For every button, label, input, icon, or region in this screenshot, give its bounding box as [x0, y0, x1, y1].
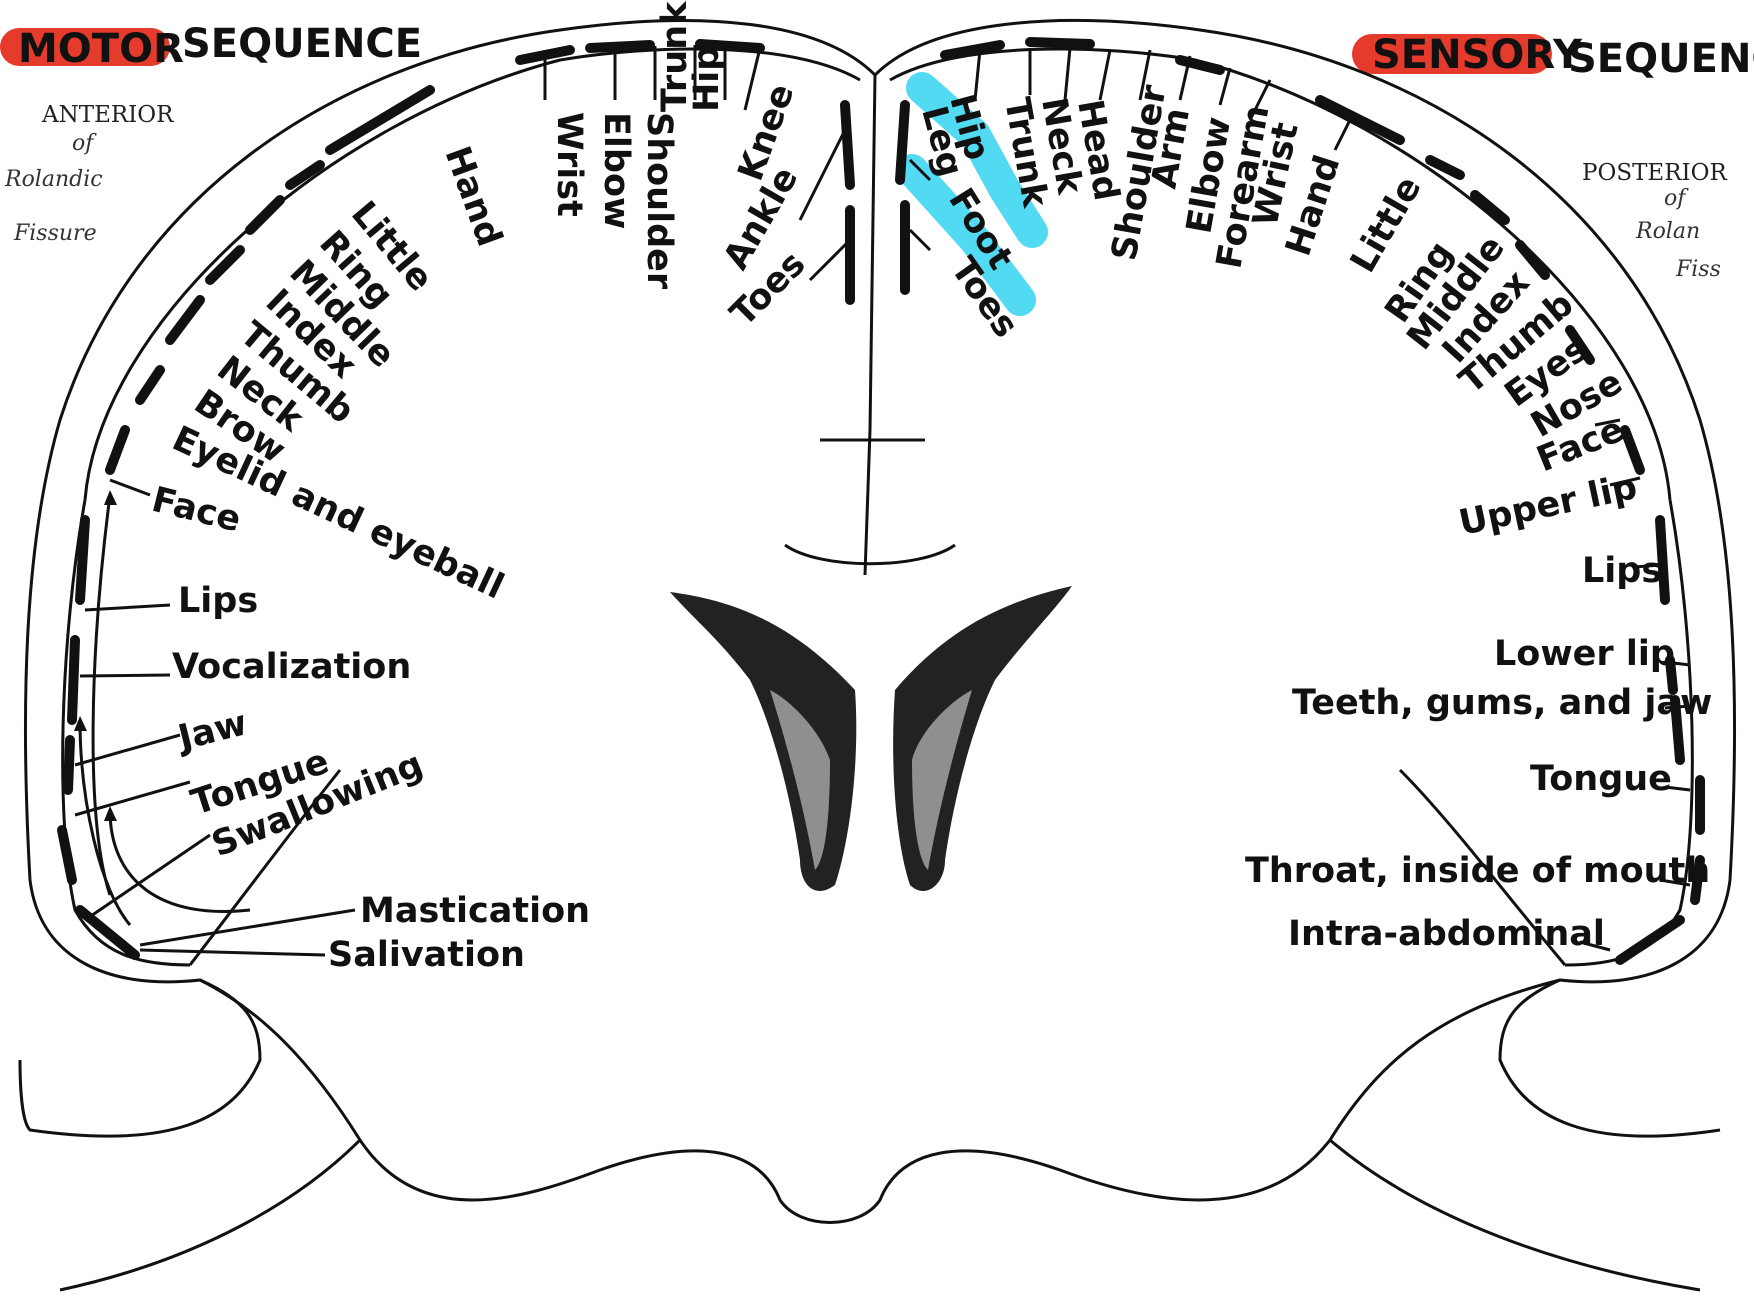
- motor-label: Lips: [178, 581, 258, 621]
- motor-label: Mastication: [360, 891, 590, 931]
- motor-label: Shoulder: [639, 112, 679, 290]
- motor-header-rest: SEQUENCE: [182, 21, 422, 67]
- motor-label: Wrist: [549, 112, 589, 217]
- motor-label: Elbow: [596, 112, 636, 229]
- sensory-label: Tongue: [1530, 759, 1672, 799]
- anterior-note: ANTERIOR: [41, 102, 174, 128]
- sensory-label: Lips: [1582, 551, 1662, 591]
- anterior-hand-1: of: [72, 131, 97, 156]
- anterior-hand-3: Fissure: [13, 221, 97, 246]
- sensory-header-word: SENSORY: [1372, 32, 1583, 78]
- ventricles: [670, 586, 1072, 891]
- motor-label: Jaw: [173, 703, 252, 759]
- motor-label: Vocalization: [172, 647, 411, 687]
- sensory-label: Throat, inside of mouth: [1245, 851, 1710, 891]
- motor-header-word: MOTOR: [18, 26, 184, 72]
- motor-labels: Hand Wrist Elbow Shoulder Trunk Hip Knee…: [148, 1, 814, 975]
- motor-label: Face: [148, 480, 245, 541]
- sensory-label: Teeth, gums, and jaw: [1292, 683, 1712, 723]
- motor-label: Hip: [687, 46, 727, 112]
- motor-label: Salivation: [328, 935, 525, 975]
- posterior-hand-3: Fiss: [1675, 257, 1721, 282]
- sensory-header-rest: SEQUENC: [1568, 36, 1754, 82]
- motor-label: Hand: [437, 141, 510, 251]
- anterior-hand-2: Rolandic: [4, 167, 103, 192]
- posterior-note: POSTERIOR: [1582, 160, 1727, 186]
- posterior-hand-1: of: [1664, 186, 1689, 211]
- posterior-hand-2: Rolan: [1635, 219, 1700, 244]
- sensory-label: Lower lip: [1494, 634, 1675, 674]
- sensory-label: Intra-abdominal: [1288, 914, 1605, 954]
